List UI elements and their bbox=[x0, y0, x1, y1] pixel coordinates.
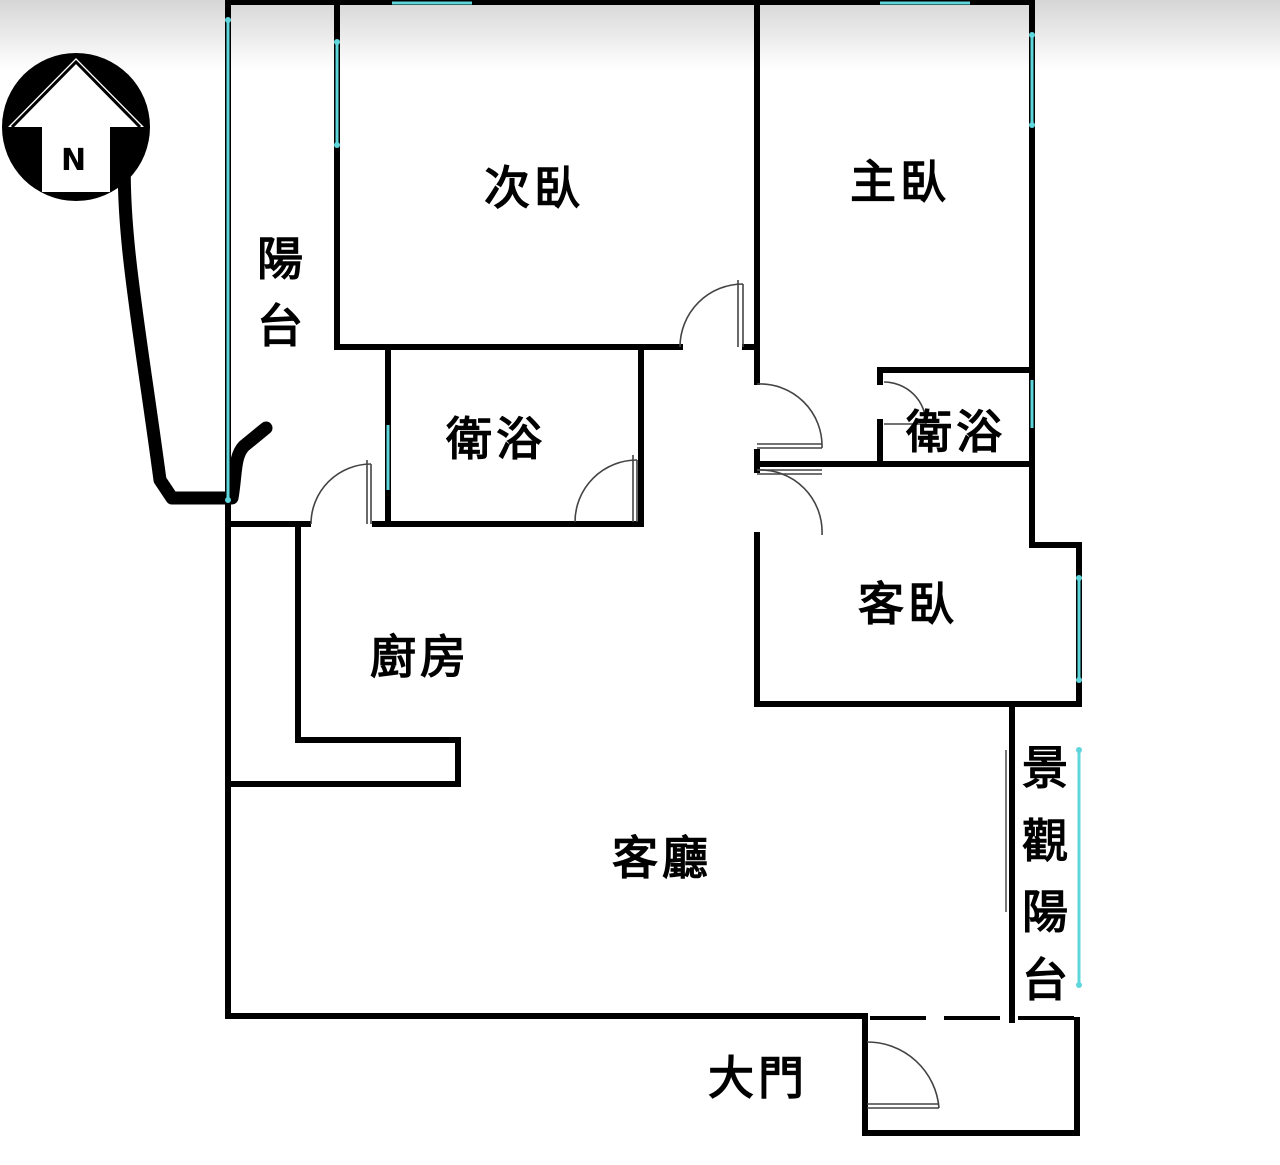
compass-letter: N bbox=[61, 143, 86, 178]
label-view-balcony-1: 景 bbox=[1022, 741, 1068, 795]
hand-drawn-stroke bbox=[117, 138, 273, 505]
label-bathroom-2: 衛浴 bbox=[905, 405, 1006, 459]
label-main-door: 大門 bbox=[708, 1051, 808, 1105]
label-living-room: 客廳 bbox=[612, 831, 712, 885]
label-balcony-1: 陽 bbox=[257, 232, 303, 286]
label-bathroom-1: 衛浴 bbox=[445, 412, 546, 466]
label-guest-bedroom: 客臥 bbox=[858, 577, 958, 631]
label-view-balcony-3: 陽 bbox=[1022, 885, 1068, 939]
label-view-balcony-4: 台 bbox=[1022, 953, 1068, 1007]
label-view-balcony-2: 觀 bbox=[1022, 814, 1068, 868]
label-master-bedroom: 主臥 bbox=[850, 155, 950, 209]
label-balcony-2: 台 bbox=[257, 299, 303, 353]
windows bbox=[225, 1, 1082, 988]
label-kitchen: 廚房 bbox=[370, 630, 470, 684]
north-compass-icon: N bbox=[2, 53, 150, 201]
label-second-bedroom: 次臥 bbox=[484, 161, 584, 215]
walls bbox=[225, 0, 1082, 1136]
doors bbox=[310, 280, 940, 1109]
